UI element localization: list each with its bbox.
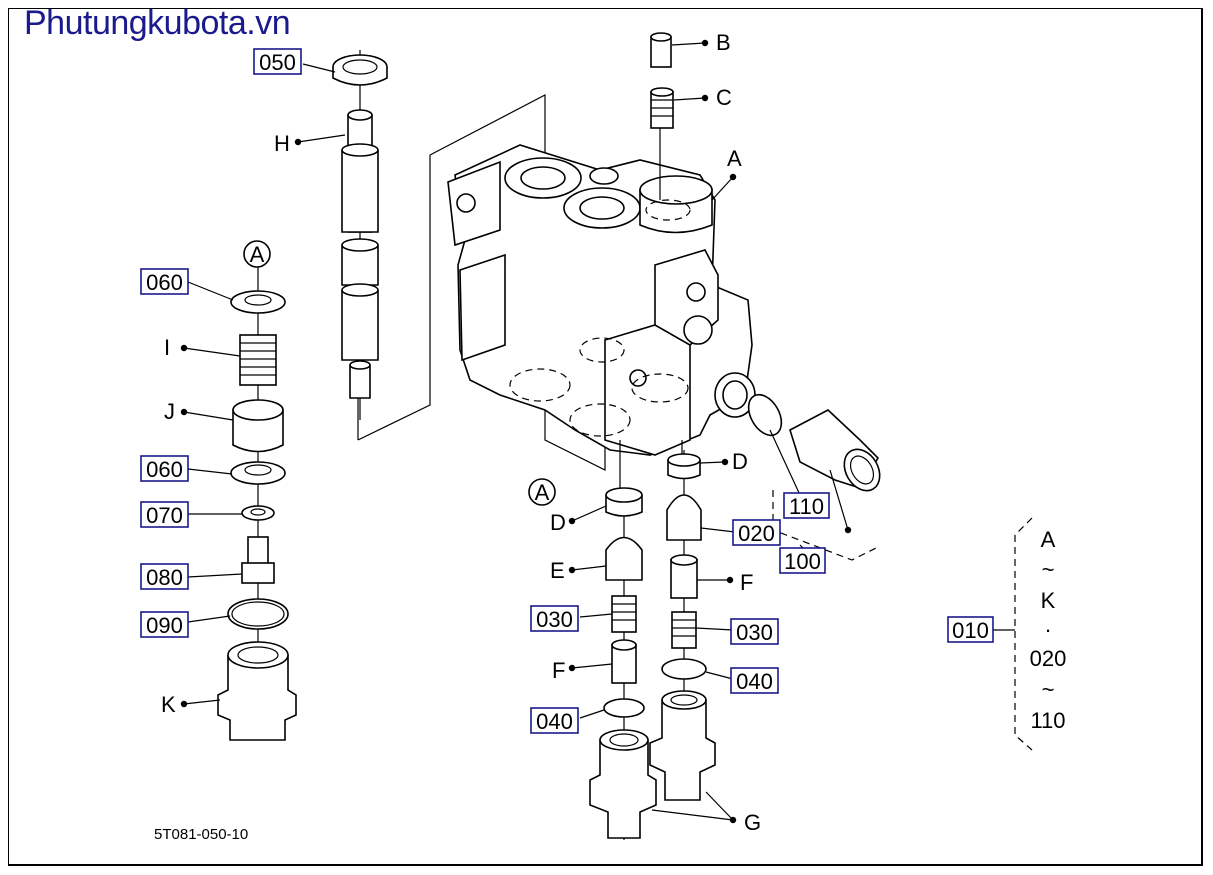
part-number-070[interactable]: 070 bbox=[140, 501, 189, 528]
valve-body bbox=[357, 94, 756, 490]
part-number-060-bottom[interactable]: 060 bbox=[140, 455, 189, 482]
part-number-010[interactable]: 010 bbox=[947, 616, 994, 643]
svg-text:010: 010 bbox=[952, 618, 989, 643]
legend-line-3: K bbox=[1041, 588, 1056, 613]
svg-text:030: 030 bbox=[536, 607, 573, 632]
label-i[interactable]: I bbox=[164, 335, 170, 360]
circle-a-left-label: A bbox=[250, 242, 265, 267]
ref-circle-a-mid bbox=[528, 478, 556, 506]
svg-text:060: 060 bbox=[146, 270, 183, 295]
part-number-040-right[interactable]: 040 bbox=[730, 667, 779, 694]
legend-line-4: · bbox=[1044, 617, 1051, 642]
top-caps bbox=[650, 32, 674, 129]
label-b[interactable]: B bbox=[716, 30, 731, 55]
part-number-100[interactable]: 100 bbox=[779, 547, 826, 574]
part-number-090[interactable]: 090 bbox=[140, 611, 189, 638]
diagram-frame bbox=[8, 8, 1203, 866]
part-number-040-left[interactable]: 040 bbox=[530, 707, 579, 734]
svg-text:040: 040 bbox=[736, 669, 773, 694]
circle-a-mid-label: A bbox=[535, 480, 550, 505]
part-number-110[interactable]: 110 bbox=[783, 492, 830, 519]
label-f-right[interactable]: F bbox=[740, 570, 753, 595]
part-number-020[interactable]: 020 bbox=[732, 519, 781, 546]
legend-line-1: A bbox=[1041, 527, 1056, 552]
svg-text:040: 040 bbox=[536, 709, 573, 734]
svg-text:060: 060 bbox=[146, 457, 183, 482]
label-h[interactable]: H bbox=[274, 131, 290, 156]
assembly-legend: 010 A ~ K · 020 ~ 110 bbox=[947, 517, 1067, 751]
legend-line-7: 110 bbox=[1030, 708, 1065, 733]
label-d-right[interactable]: D bbox=[732, 449, 748, 474]
label-a-top[interactable]: A bbox=[727, 146, 742, 171]
part-number-080[interactable]: 080 bbox=[140, 563, 189, 590]
leader-lines bbox=[180, 39, 1015, 824]
label-j[interactable]: J bbox=[164, 399, 175, 424]
site-title[interactable]: Phutungkubota.vn bbox=[24, 4, 291, 42]
svg-text:100: 100 bbox=[784, 549, 821, 574]
spool-h bbox=[332, 50, 388, 420]
figure-code: 5T081-050-10 bbox=[154, 826, 249, 843]
left-part-stack bbox=[217, 265, 297, 741]
legend-line-5: 020 bbox=[1030, 646, 1067, 671]
legend-line-2: ~ bbox=[1042, 557, 1055, 582]
label-f-left[interactable]: F bbox=[552, 658, 565, 683]
svg-text:050: 050 bbox=[259, 50, 296, 75]
label-c[interactable]: C bbox=[716, 85, 732, 110]
svg-text:070: 070 bbox=[146, 503, 183, 528]
legend-line-6: ~ bbox=[1042, 677, 1055, 702]
ref-circle-a-left bbox=[243, 240, 271, 268]
part-number-060-top[interactable]: 060 bbox=[140, 268, 189, 295]
part-number-030-left[interactable]: 030 bbox=[530, 605, 579, 632]
svg-text:090: 090 bbox=[146, 613, 183, 638]
right-part-stack bbox=[649, 450, 716, 801]
side-fitting bbox=[747, 393, 881, 561]
svg-text:080: 080 bbox=[146, 565, 183, 590]
label-e[interactable]: E bbox=[550, 558, 565, 583]
part-number-050[interactable]: 050 bbox=[253, 48, 302, 75]
label-k[interactable]: K bbox=[161, 692, 176, 717]
part-number-030-right[interactable]: 030 bbox=[730, 618, 779, 645]
svg-text:110: 110 bbox=[789, 494, 824, 519]
middle-part-stack bbox=[589, 487, 657, 840]
label-g[interactable]: G bbox=[744, 810, 761, 835]
svg-text:030: 030 bbox=[736, 620, 773, 645]
label-d-left[interactable]: D bbox=[550, 510, 566, 535]
svg-text:020: 020 bbox=[738, 521, 775, 546]
